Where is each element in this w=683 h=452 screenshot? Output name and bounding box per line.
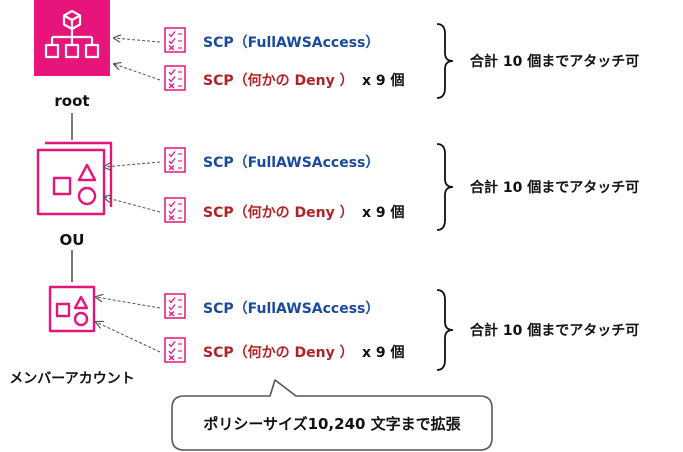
attach-arrow bbox=[96, 322, 161, 353]
level-label-ou: OU bbox=[60, 231, 85, 249]
deny-count: x 9 個 bbox=[362, 204, 405, 221]
scp-full-label: SCP（FullAWSAccess） bbox=[203, 35, 379, 51]
level-label-root: root bbox=[54, 92, 89, 110]
group-brace bbox=[436, 23, 454, 99]
total-attach-limit: 合計 10 個までアタッチ可 bbox=[470, 322, 639, 339]
attach-arrow bbox=[114, 38, 161, 42]
account-shapes-icon bbox=[48, 285, 96, 333]
attach-arrow bbox=[96, 297, 161, 309]
attach-arrow bbox=[114, 64, 161, 81]
scp-full-label: SCP（FullAWSAccess） bbox=[203, 301, 379, 317]
scp-deny-document-icon bbox=[164, 197, 186, 223]
total-attach-limit: 合計 10 個までアタッチ可 bbox=[470, 53, 639, 70]
scp-deny-document-icon bbox=[164, 65, 186, 91]
group-brace bbox=[436, 289, 454, 371]
scp-deny-label: SCP（何かの Deny ） bbox=[203, 204, 354, 221]
scp-deny-label: SCP（何かの Deny ） bbox=[203, 72, 354, 89]
callout-text: ポリシーサイズ10,240 文字まで拡張 bbox=[203, 415, 461, 433]
scp-full-document-icon bbox=[164, 27, 186, 53]
attach-arrow bbox=[104, 197, 161, 213]
scp-rows: SCP（FullAWSAccess）SCP（何かの Deny ）x 9 個合計 … bbox=[96, 23, 639, 371]
scp-deny-document-icon bbox=[164, 337, 186, 363]
scp-full-document-icon bbox=[164, 293, 186, 319]
attach-arrow bbox=[104, 161, 161, 167]
ou-shapes-icon bbox=[36, 141, 113, 216]
group-brace bbox=[436, 143, 454, 231]
root-hierarchy-icon bbox=[34, 0, 110, 76]
level-label-account: メンバーアカウント bbox=[9, 371, 134, 387]
scp-full-label: SCP（FullAWSAccess） bbox=[203, 155, 379, 171]
deny-count: x 9 個 bbox=[362, 344, 405, 361]
scp-deny-label: SCP（何かの Deny ） bbox=[203, 344, 354, 361]
size-callout: ポリシーサイズ10,240 文字まで拡張 bbox=[171, 379, 493, 451]
deny-count: x 9 個 bbox=[362, 72, 405, 89]
total-attach-limit: 合計 10 個までアタッチ可 bbox=[470, 179, 639, 196]
scp-full-document-icon bbox=[164, 147, 186, 173]
